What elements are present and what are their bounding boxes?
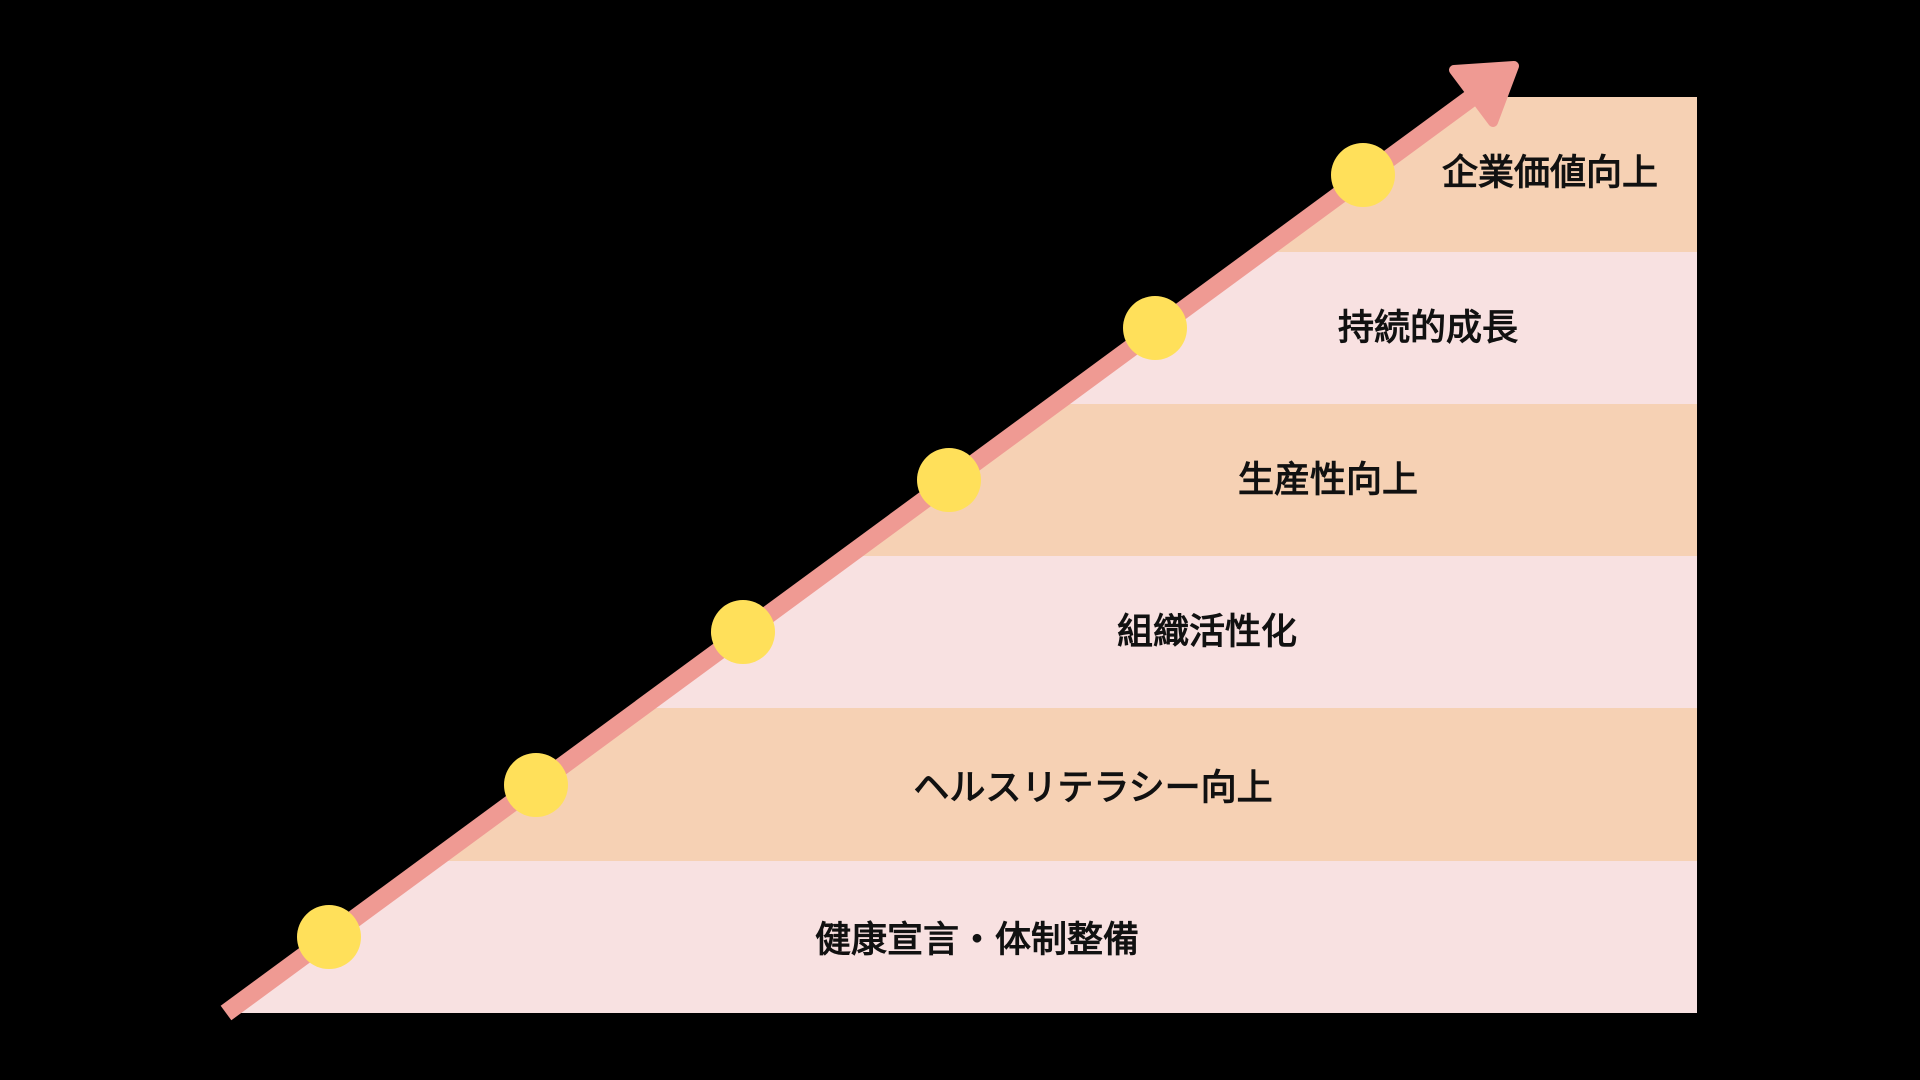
milestone-dot-1 [297, 905, 361, 969]
step-label-corporate-value: 企業価値向上 [1442, 152, 1658, 193]
milestone-dots [297, 143, 1395, 969]
trend-arrow [220, 61, 1519, 1021]
step-bands [226, 97, 1697, 1013]
milestone-dot-5 [1123, 296, 1187, 360]
trend-arrow-shaft [220, 88, 1480, 1021]
milestone-dot-4 [917, 448, 981, 512]
step-label-health-literacy: ヘルスリテラシー向上 [913, 767, 1272, 808]
milestone-dot-2 [504, 753, 568, 817]
band-health-literacy [432, 708, 1697, 861]
step-label-organization: 組織活性化 [1117, 611, 1297, 652]
step-label-productivity: 生産性向上 [1238, 459, 1418, 500]
milestone-dot-3 [711, 600, 775, 664]
milestone-dot-6 [1331, 143, 1395, 207]
band-health-declaration [226, 861, 1697, 1013]
trend-arrow-head-icon [1449, 61, 1519, 127]
band-productivity [846, 404, 1697, 556]
band-organization [640, 556, 1697, 708]
band-corporate-value [1258, 97, 1697, 252]
step-label-health-declaration: 健康宣言・体制整備 [815, 919, 1139, 960]
step-labels: 企業価値向上 持続的成長 生産性向上 組織活性化 ヘルスリテラシー向上 健康宣言… [815, 152, 1658, 960]
step-label-sustainable-growth: 持続的成長 [1338, 307, 1519, 348]
